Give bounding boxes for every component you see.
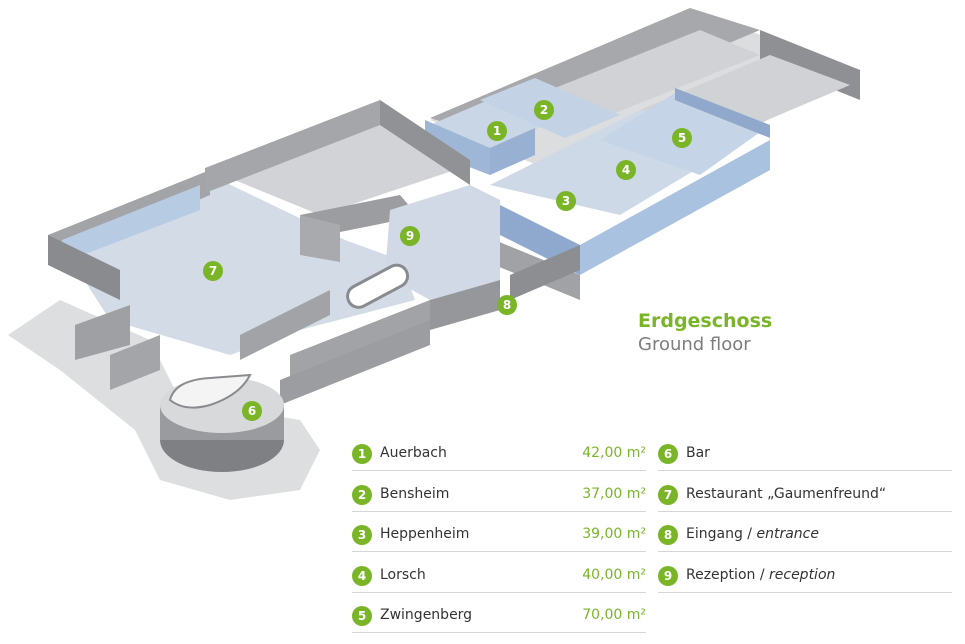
legend-num: 7 bbox=[658, 485, 678, 505]
legend-row-6: 6 Bar bbox=[658, 442, 952, 482]
corridor-wall-right bbox=[510, 245, 580, 300]
reception-floor bbox=[385, 185, 500, 300]
bar-counter bbox=[168, 373, 252, 409]
legend-room-name: Auerbach bbox=[380, 445, 447, 461]
legend-num: 4 bbox=[352, 566, 372, 586]
glass-wall-front bbox=[580, 140, 770, 275]
floor-title-en: Ground floor bbox=[638, 334, 751, 355]
legend-room-name: Rezeption / reception bbox=[686, 567, 835, 583]
marker-1: 1 bbox=[487, 121, 507, 141]
legend-room-name-en: entrance bbox=[756, 526, 819, 542]
legend-room-name: Lorsch bbox=[380, 567, 426, 583]
legend-divider bbox=[352, 470, 646, 471]
marker-8-label: 8 bbox=[503, 298, 511, 312]
marker-5: 5 bbox=[672, 128, 692, 148]
partition-wall-a bbox=[240, 290, 330, 360]
legend-room-name: Restaurant „Gaumenfreund“ bbox=[686, 486, 886, 502]
partition-wall-c bbox=[75, 305, 130, 360]
legend-divider bbox=[658, 511, 952, 512]
marker-2: 2 bbox=[534, 100, 554, 120]
legend-room-name: Bar bbox=[686, 445, 710, 461]
legend-row-5: 5 Zwingenberg 70,00 m² bbox=[352, 604, 646, 644]
legend-room-area: 37,00 m² bbox=[582, 486, 646, 502]
legend-divider bbox=[352, 551, 646, 552]
legend-num: 5 bbox=[352, 606, 372, 626]
marker-8: 8 bbox=[497, 295, 517, 315]
legend-divider bbox=[658, 470, 952, 471]
marker-7-label: 7 bbox=[209, 264, 217, 278]
marker-5-label: 5 bbox=[678, 131, 686, 145]
legend-room-name: Zwingenberg bbox=[380, 607, 473, 623]
partition-wall-d bbox=[110, 335, 160, 390]
legend-room-area: 39,00 m² bbox=[582, 526, 646, 542]
legend-room-name: Heppenheim bbox=[380, 526, 470, 542]
legend-num: 3 bbox=[352, 525, 372, 545]
legend-room-name-text: Restaurant „Gaumenfreund“ bbox=[686, 486, 887, 502]
plan-markers: 1 2 3 4 5 6 7 8 9 bbox=[203, 100, 692, 421]
legend-num: 2 bbox=[352, 485, 372, 505]
legend-room-name-text: Eingang / bbox=[686, 526, 753, 542]
legend-room-name: Eingang / entrance bbox=[686, 526, 819, 542]
marker-9-label: 9 bbox=[406, 229, 414, 243]
legend-row-2: 2 Bensheim 37,00 m² bbox=[352, 483, 646, 523]
legend-divider bbox=[658, 551, 952, 552]
bar-front-wall bbox=[280, 320, 430, 405]
glass-wall-1 bbox=[425, 120, 490, 175]
legend-divider bbox=[658, 592, 952, 593]
marker-9: 9 bbox=[400, 226, 420, 246]
legend-row-7: 7 Restaurant „Gaumenfreund“ bbox=[658, 483, 952, 523]
marker-6: 6 bbox=[242, 401, 262, 421]
legend-num: 1 bbox=[352, 444, 372, 464]
floor-title-de: Erdgeschoss bbox=[638, 310, 773, 332]
legend-divider bbox=[352, 632, 646, 633]
marker-2-label: 2 bbox=[540, 103, 548, 117]
legend-room-name-text: Rezeption / bbox=[686, 567, 765, 583]
marker-4: 4 bbox=[616, 160, 636, 180]
partition-wall-e bbox=[430, 280, 500, 330]
legend-room-area: 42,00 m² bbox=[582, 445, 646, 461]
legend-row-3: 3 Heppenheim 39,00 m² bbox=[352, 523, 646, 563]
room-5-back-wall bbox=[675, 88, 770, 138]
glass-wall-2 bbox=[490, 128, 535, 175]
kitchen-lower-wall bbox=[300, 215, 340, 262]
marker-7: 7 bbox=[203, 261, 223, 281]
marker-1-label: 1 bbox=[493, 124, 501, 138]
legend-room-name-text: Bar bbox=[686, 445, 710, 461]
legend-room-area: 40,00 m² bbox=[582, 567, 646, 583]
restaurant-windows bbox=[62, 185, 200, 263]
legend-num: 8 bbox=[658, 525, 678, 545]
back-wing-inner-floor-a bbox=[550, 30, 760, 115]
legend-num: 6 bbox=[658, 444, 678, 464]
legend-row-1: 1 Auerbach 42,00 m² bbox=[352, 442, 646, 482]
marker-6-label: 6 bbox=[248, 404, 256, 418]
kitchen-back-wall bbox=[205, 100, 380, 193]
legend-room-name-en: reception bbox=[769, 567, 836, 583]
legend-divider bbox=[352, 592, 646, 593]
marker-3-label: 3 bbox=[562, 194, 570, 208]
restaurant-left-wall bbox=[48, 235, 120, 300]
floor-heading: Erdgeschoss Ground floor bbox=[638, 309, 772, 357]
legend-room-area: 70,00 m² bbox=[582, 607, 646, 623]
marker-4-label: 4 bbox=[622, 163, 630, 177]
legend-room-name: Bensheim bbox=[380, 486, 450, 502]
kitchen-side-wall bbox=[380, 100, 470, 185]
legend-row-4: 4 Lorsch 40,00 m² bbox=[352, 564, 646, 604]
reception-counter bbox=[346, 263, 410, 309]
marker-3: 3 bbox=[556, 191, 576, 211]
legend-row-8: 8 Eingang / entrance bbox=[658, 523, 952, 563]
partition-wall-b bbox=[290, 300, 430, 380]
legend-num: 9 bbox=[658, 566, 678, 586]
legend-divider bbox=[352, 511, 646, 512]
legend-row-9: 9 Rezeption / reception bbox=[658, 564, 952, 604]
